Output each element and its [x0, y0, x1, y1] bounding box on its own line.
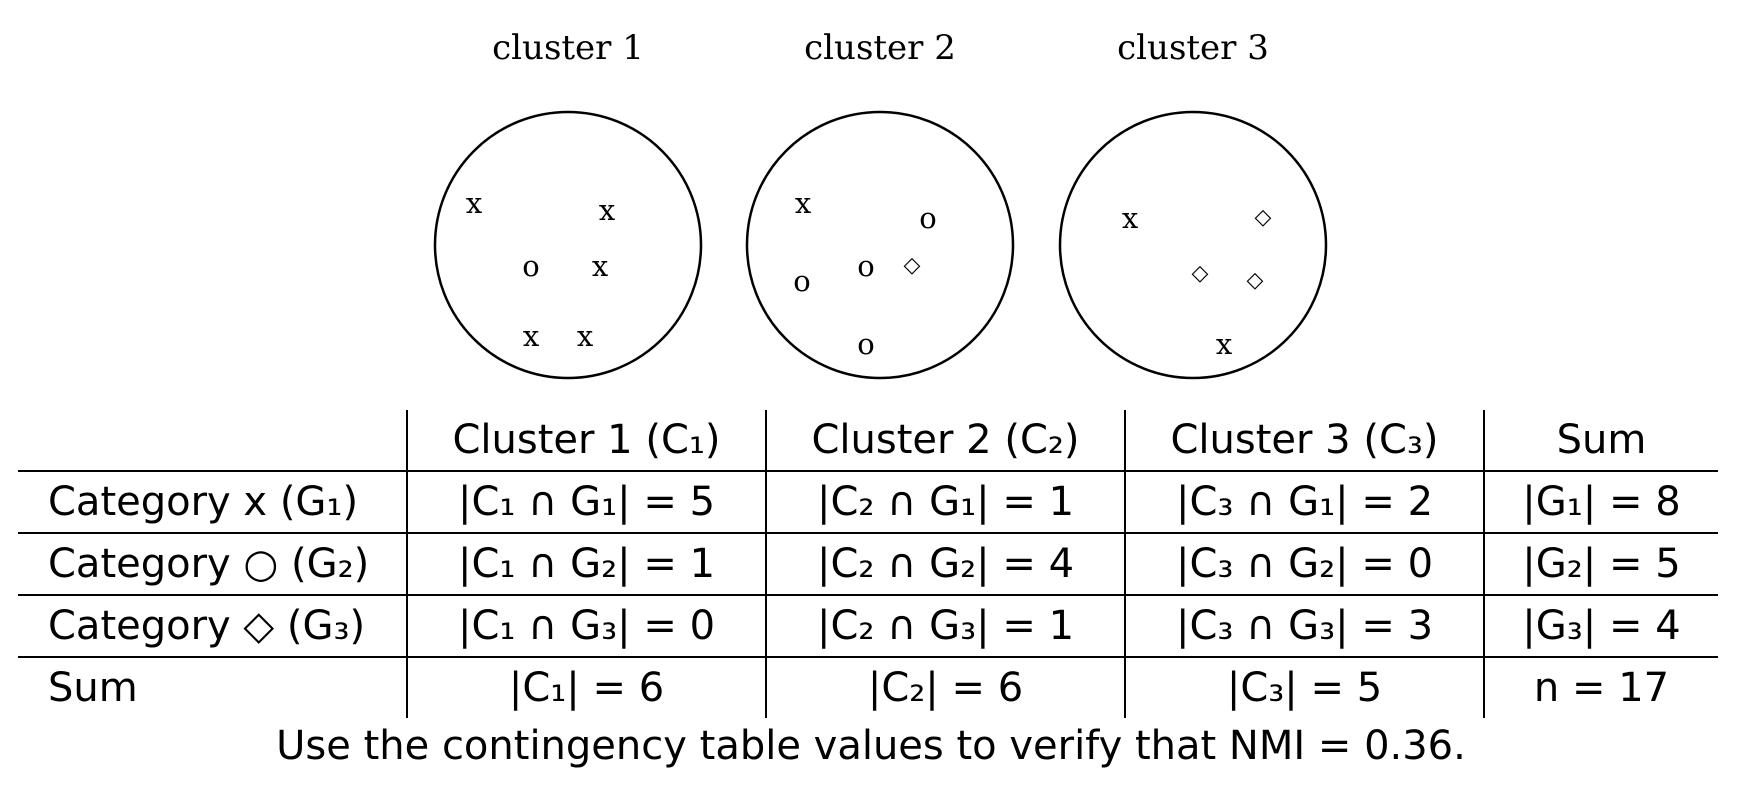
cluster-1-point: o: [522, 249, 540, 283]
column-header: Sum: [1483, 410, 1718, 471]
cluster-3-point: x: [1121, 201, 1139, 235]
table-row: Category x (G₁) |C₁ ∩ G₁| = 5 |C₂ ∩ G₁| …: [18, 470, 1718, 533]
table-cell: |G₁| = 8: [1483, 470, 1718, 533]
table-cell: |C₁ ∩ G₃| = 0: [406, 594, 766, 657]
table-row: Category ◇ (G₃) |C₁ ∩ G₃| = 0 |C₂ ∩ G₃| …: [18, 594, 1718, 657]
table-cell: |C₂| = 6: [765, 656, 1125, 718]
table-row: Category ○ (G₂) |C₁ ∩ G₂| = 1 |C₂ ∩ G₂| …: [18, 532, 1718, 595]
row-header: Sum: [18, 656, 407, 718]
table-corner: [18, 410, 407, 471]
cluster-1-point: x: [598, 193, 616, 227]
table-cell: |C₂ ∩ G₁| = 1: [765, 470, 1125, 533]
cluster-2-point: o: [857, 327, 875, 361]
column-header: Cluster 1 (C₁): [406, 410, 766, 471]
table-cell: |C₂ ∩ G₂| = 4: [765, 532, 1125, 595]
row-header: Category ○ (G₂): [18, 532, 407, 595]
cluster-3-title: cluster 3: [1117, 28, 1269, 68]
cluster-2-point: o: [857, 249, 875, 283]
table-row: Sum |C₁| = 6 |C₂| = 6 |C₃| = 5 n = 17: [18, 656, 1718, 718]
table-cell: |C₂ ∩ G₃| = 1: [765, 594, 1125, 657]
instruction-text: Use the contingency table values to veri…: [276, 723, 1466, 769]
cluster-1-point: x: [591, 249, 609, 283]
column-header: Cluster 2 (C₂): [765, 410, 1125, 471]
cluster-1-title: cluster 1: [492, 28, 644, 68]
cluster-3-point: ◇: [1191, 261, 1209, 286]
table-header-row: Cluster 1 (C₁) Cluster 2 (C₂) Cluster 3 …: [18, 410, 1718, 471]
cluster-3-point: ◇: [1254, 205, 1272, 230]
row-header: Category x (G₁): [18, 470, 407, 533]
cluster-2-point: x: [794, 186, 812, 220]
table-cell: |C₁| = 6: [406, 656, 766, 718]
contingency-table: Cluster 1 (C₁) Cluster 2 (C₂) Cluster 3 …: [18, 410, 1718, 718]
table-cell: |C₃ ∩ G₂| = 0: [1124, 532, 1484, 595]
cluster-1-point: x: [576, 319, 594, 353]
cluster-3-point: ◇: [1246, 268, 1264, 293]
table-cell: |C₃| = 5: [1124, 656, 1484, 718]
cluster-2-title: cluster 2: [804, 28, 956, 68]
table-cell: |C₃ ∩ G₃| = 3: [1124, 594, 1484, 657]
cluster-1-point: x: [522, 319, 540, 353]
cluster-3-point: x: [1215, 327, 1233, 361]
table-cell: |C₁ ∩ G₂| = 1: [406, 532, 766, 595]
cluster-1-point: x: [465, 186, 483, 220]
row-header: Category ◇ (G₃): [18, 594, 407, 657]
cluster-2-circle: [745, 110, 1015, 380]
cluster-2-point: o: [919, 201, 937, 235]
table-cell: |G₂| = 5: [1483, 532, 1718, 595]
table-cell: |G₃| = 4: [1483, 594, 1718, 657]
table-cell: |C₁ ∩ G₁| = 5: [406, 470, 766, 533]
column-header: Cluster 3 (C₃): [1124, 410, 1484, 471]
table-cell: |C₃ ∩ G₁| = 2: [1124, 470, 1484, 533]
cluster-1-circle: [433, 110, 703, 380]
cluster-2-point: ◇: [903, 253, 921, 278]
cluster-diagram: cluster 1 cluster 2 cluster 3 x x o x x …: [433, 28, 1328, 380]
table-cell: n = 17: [1483, 656, 1718, 718]
cluster-circles: [433, 110, 1328, 380]
cluster-3-circle: [1058, 110, 1328, 380]
cluster-2-point: o: [793, 264, 811, 298]
